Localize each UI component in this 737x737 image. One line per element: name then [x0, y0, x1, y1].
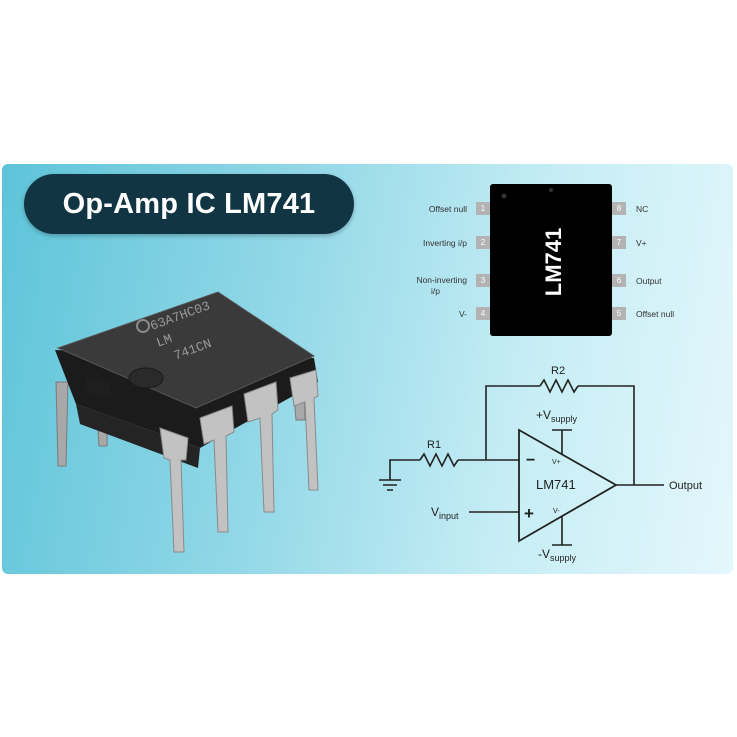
- pin-4: [476, 307, 490, 320]
- pin-number: 8: [617, 204, 622, 213]
- non-inverting-sign: +: [524, 504, 534, 523]
- circuit-schematic: [379, 378, 664, 546]
- feedback-wire-right: [578, 385, 635, 485]
- r1-label: R1: [427, 439, 441, 451]
- pin-7-label: V+: [636, 238, 647, 248]
- pin-1: [476, 202, 490, 215]
- pin-1-label: Offset null: [429, 204, 467, 214]
- feedback-wire-left: [485, 385, 540, 460]
- vsupply-positive-label: +Vsupply: [536, 408, 578, 424]
- pin-6-label: Output: [636, 276, 662, 286]
- opamp-triangle: [518, 428, 618, 543]
- chip-body-top: [58, 292, 314, 408]
- chip-photo: 63A7HC03 LM 741CN: [55, 291, 319, 553]
- pinout-chip-label: LM741: [541, 228, 566, 296]
- output-label: Output: [669, 480, 702, 492]
- pin-7: [612, 236, 626, 249]
- pin-number: 2: [481, 238, 486, 247]
- pin-2: [476, 236, 490, 249]
- pinout-diagram: LM741 1 2 3 4 8 7 6 5 Offset null Invert…: [416, 184, 674, 336]
- chip-leg: [289, 369, 319, 491]
- r2-resistor: [539, 378, 579, 394]
- pin-number: 4: [481, 309, 486, 318]
- manufacturer-logo-icon: [136, 319, 150, 333]
- pin-number: 1: [481, 204, 486, 213]
- pin-4-label: V-: [459, 309, 467, 319]
- pin-5-label: Offset null: [636, 309, 674, 319]
- pin-3-label-line2: i/p: [431, 286, 440, 296]
- pin-5: [612, 307, 626, 320]
- vminus-pin-label: V-: [553, 508, 560, 515]
- r2-label: R2: [551, 365, 565, 377]
- pin-2-label: Inverting i/p: [423, 238, 467, 248]
- pin-3-label-line1: Non-inverting: [416, 275, 467, 285]
- chip-leg: [243, 381, 279, 513]
- chip-leg: [55, 381, 69, 467]
- pin-3: [476, 274, 490, 287]
- pin1-dot-icon: [501, 193, 507, 199]
- vplus-supply-wire: [552, 429, 572, 455]
- chip-notch: [84, 372, 112, 397]
- ground-wire: [389, 459, 420, 480]
- pin-number: 5: [617, 309, 622, 318]
- opamp-label: LM741: [536, 477, 576, 492]
- chip-marking-2: LM: [154, 331, 174, 350]
- vsupply-negative-label: -Vsupply: [538, 547, 577, 563]
- pin-8-label: NC: [636, 204, 648, 214]
- vinput-label: Vinput: [431, 505, 459, 521]
- title-text: Op-Amp IC LM741: [62, 187, 316, 220]
- pin1-dimple: [128, 367, 164, 389]
- r1-resistor: [419, 452, 459, 468]
- orientation-mark-icon: [549, 188, 553, 192]
- pin-number: 6: [617, 276, 622, 285]
- pin-number: 7: [617, 238, 622, 247]
- vplus-pin-label: V+: [552, 459, 561, 466]
- pin-8: [612, 202, 626, 215]
- inverting-sign: −: [526, 452, 535, 469]
- pin-6: [612, 274, 626, 287]
- chip-leg: [159, 427, 189, 553]
- pin-number: 3: [481, 276, 486, 285]
- title-banner: Op-Amp IC LM741: [24, 174, 354, 234]
- vminus-supply-wire: [552, 516, 572, 546]
- chip-leg: [199, 405, 235, 533]
- pinout-chip-body: [490, 184, 612, 336]
- ground-icon: [379, 479, 401, 491]
